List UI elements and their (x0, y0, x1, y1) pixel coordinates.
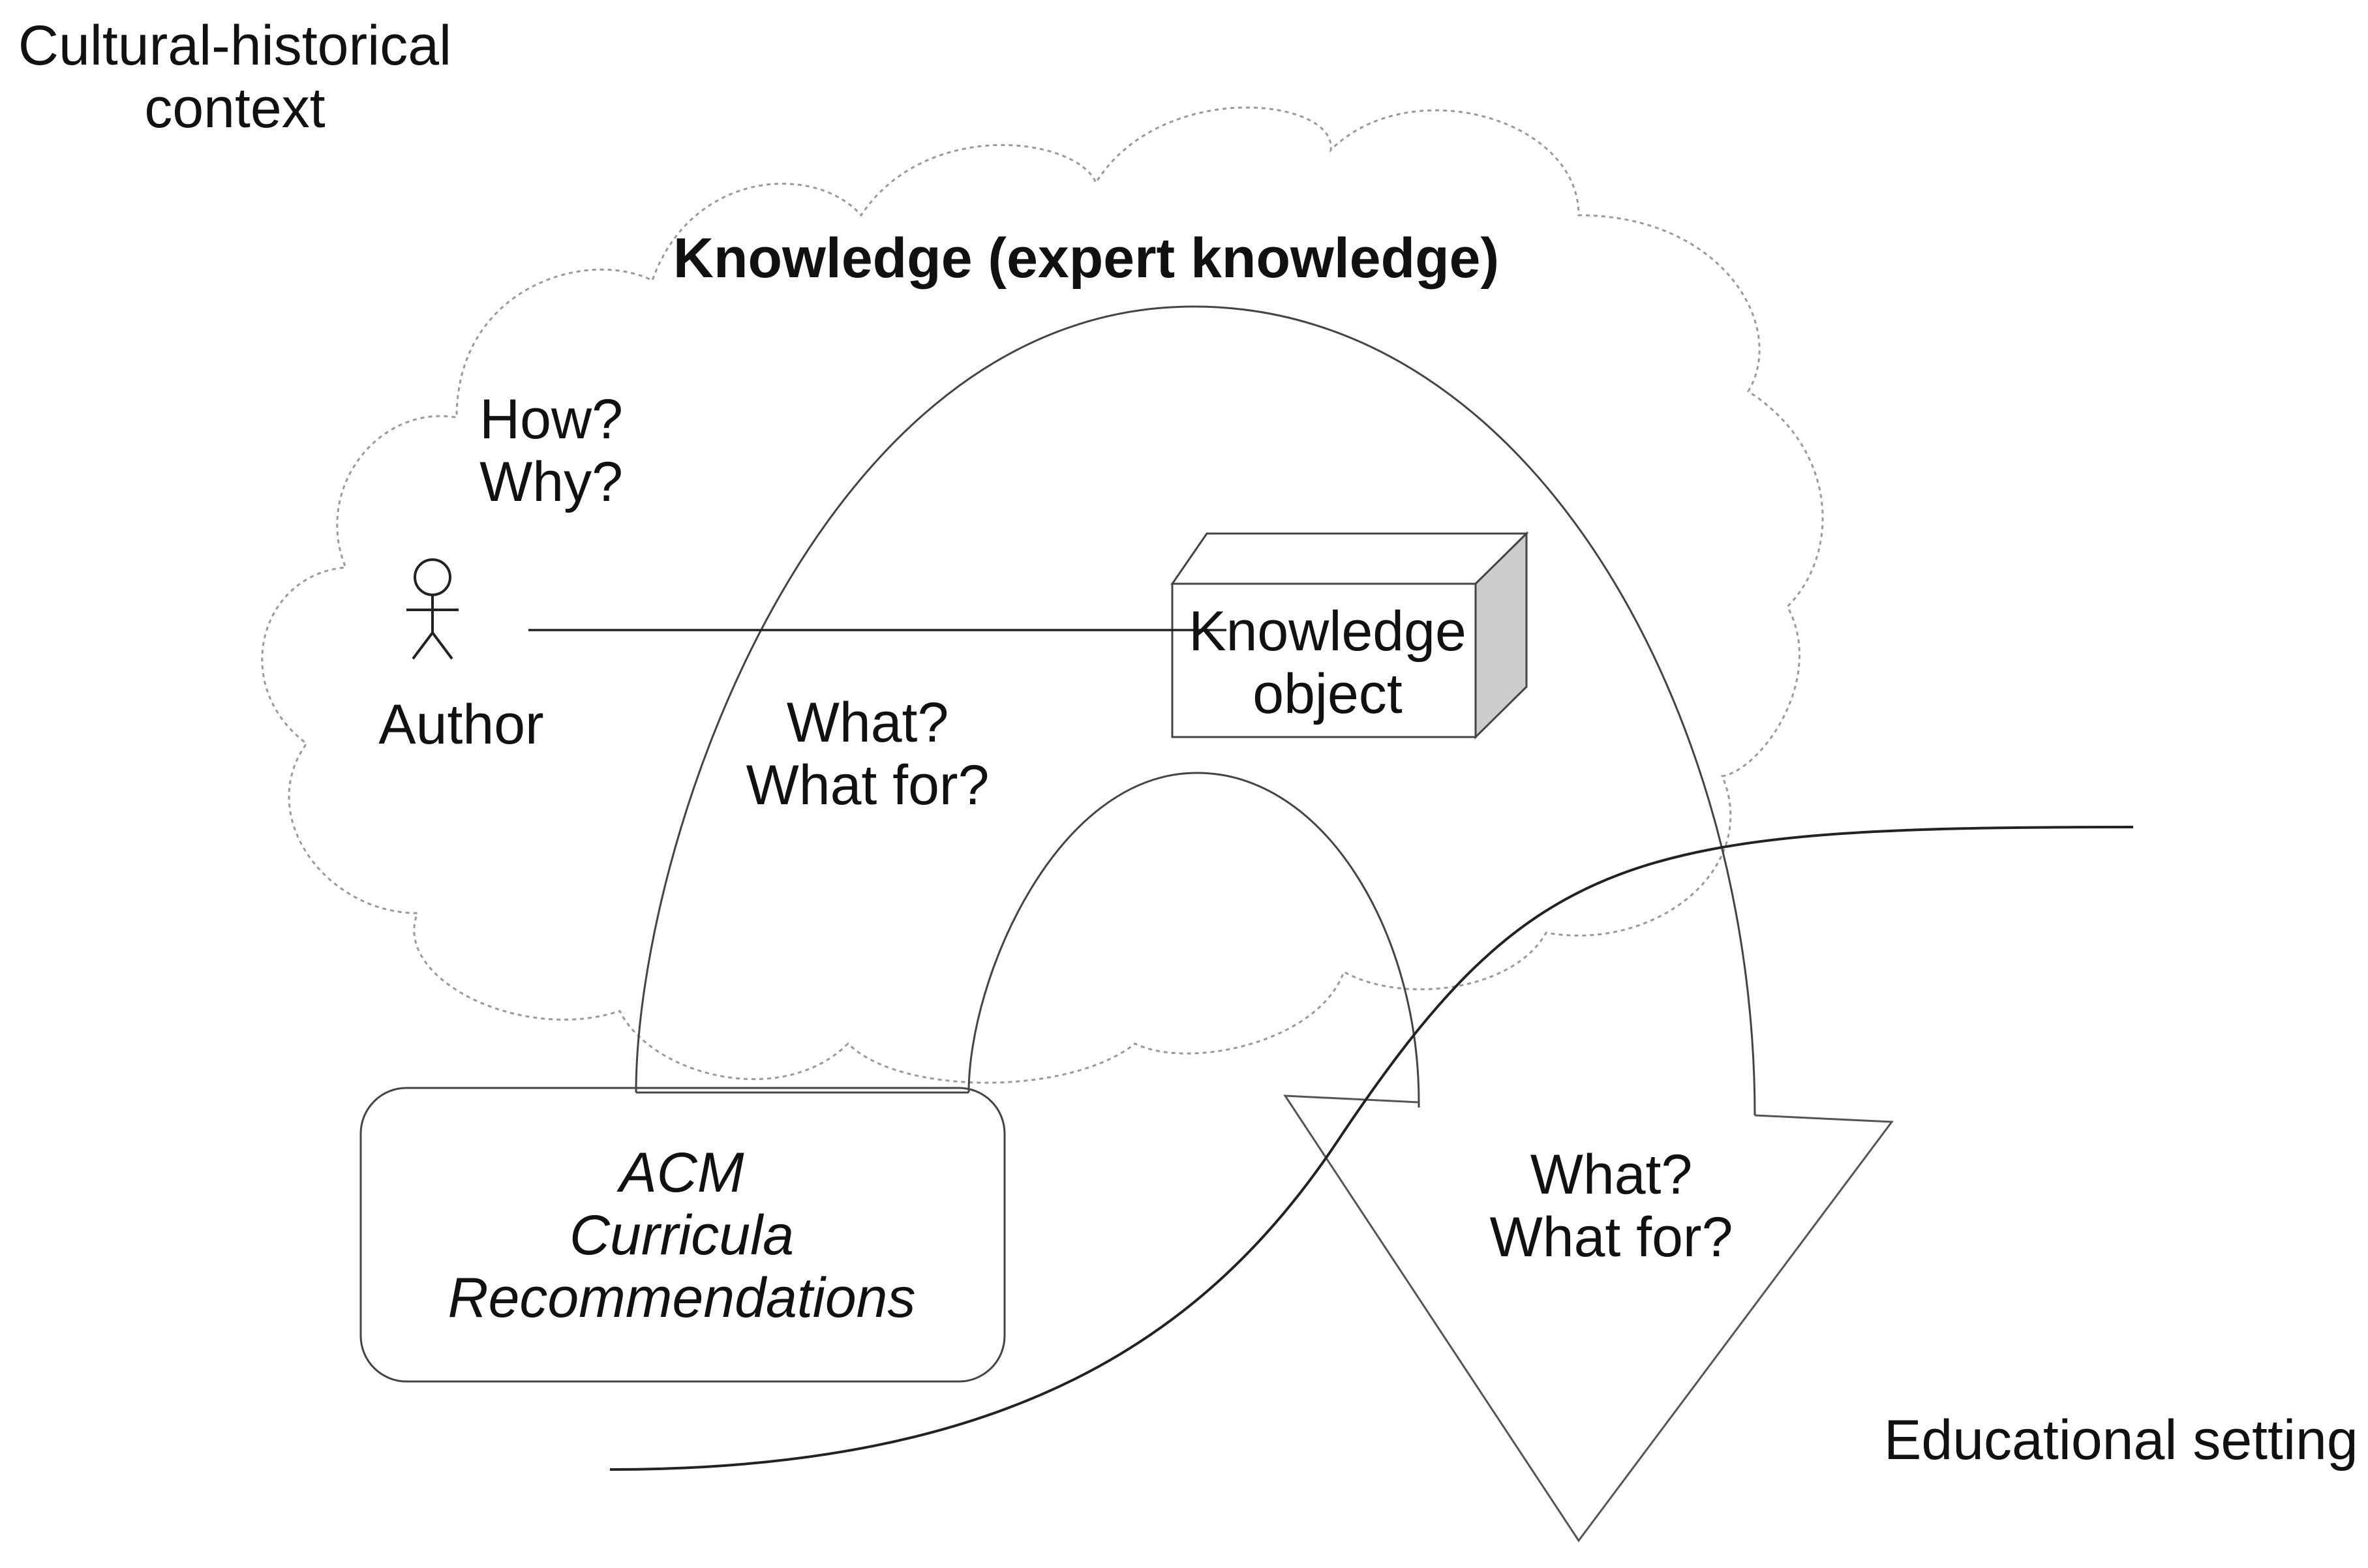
down-arrow-questions: What? What for? (1490, 1143, 1733, 1269)
down-arrow-question-what: What? (1530, 1143, 1693, 1206)
inner-arch-question-what: What? (786, 691, 949, 754)
acm-box-label: ACM Curricula Recommendations (448, 1141, 915, 1329)
context-line-1: Cultural-historical (18, 14, 452, 77)
setting-label: Educational setting (1884, 1409, 2358, 1471)
knowledge-object-top (1170, 532, 1529, 585)
setting-boundary-curve (609, 826, 2134, 1471)
inner-arch (967, 772, 1420, 1103)
inner-arch-questions: What? What for? (746, 691, 990, 817)
knowledge-object-line-1: Knowledge (1189, 600, 1466, 663)
acm-line-2: Curricula (569, 1204, 795, 1267)
author-question-how: How? (479, 388, 623, 451)
author-questions: How? Why? (479, 388, 623, 513)
knowledge-object-line-2: object (1252, 663, 1403, 725)
cloud-title: Knowledge (expert knowledge) (673, 227, 1499, 290)
author-label: Author (378, 693, 543, 756)
knowledge-object-label: Knowledge object (1189, 600, 1466, 725)
author-question-why: Why? (479, 451, 623, 513)
down-arrow-question-whatfor: What for? (1489, 1206, 1733, 1269)
setting-label-text: Educational setting (1884, 1409, 2358, 1471)
context-line-2: context (144, 77, 326, 140)
acm-line-3: Recommendations (448, 1267, 916, 1329)
acm-box (359, 1087, 1006, 1383)
down-arrow (1283, 1094, 1894, 1543)
author-label-text: Author (378, 693, 544, 756)
acm-line-1: ACM (619, 1141, 744, 1204)
context-label: Cultural-historical context (18, 14, 451, 140)
author-icon (406, 558, 459, 660)
knowledge-cloud (261, 106, 1824, 1084)
cloud-title-text: Knowledge (expert knowledge) (673, 227, 1500, 290)
knowledge-object-front (1171, 582, 1477, 738)
inner-arch-question-whatfor: What for? (746, 754, 990, 817)
outer-arch (635, 305, 1756, 1116)
